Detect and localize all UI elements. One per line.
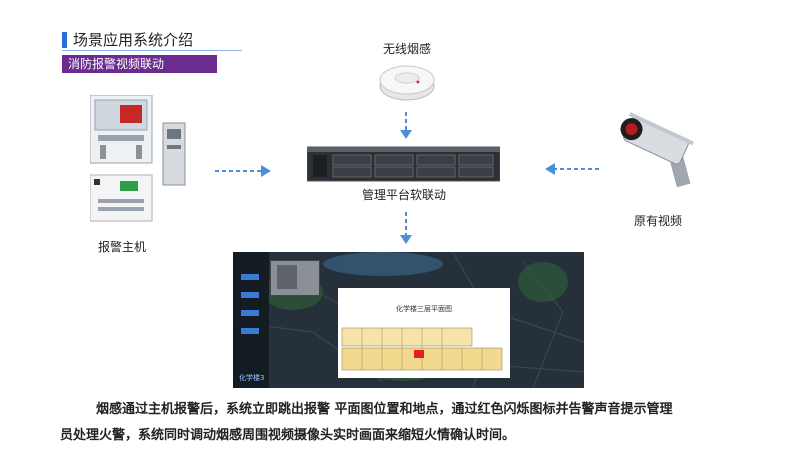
smoke-detector-icon [379, 65, 435, 101]
fire-alarm-marker [414, 350, 424, 358]
monitoring-screen: 化学楼三层平面图 化学楼3 [233, 252, 584, 388]
title-divider [62, 50, 242, 51]
arrow-down-2 [400, 212, 412, 244]
caption-line-1: 烟感通过主机报警后，系统立即跳出报警 平面图位置和地点，通过红色闪烁图标并告警声… [96, 402, 673, 417]
server-icon [307, 146, 500, 182]
page-title: 场景应用系统介绍 [73, 31, 194, 49]
screen-side-label: 化学楼3 [239, 374, 265, 382]
alarm-host-label: 报警主机 [98, 240, 147, 254]
description-caption: 烟感通过主机报警后，系统立即跳出报警 平面图位置和地点，通过红色闪烁图标并告警声… [60, 397, 740, 449]
arrow-right [215, 165, 271, 177]
caption-line-2: 员处理火警，系统同时调动烟感周围视频摄像头实时画面来缩短火情确认时间。 [60, 428, 516, 443]
smoke-detector-label: 无线烟感 [383, 42, 432, 56]
camera-label: 原有视频 [634, 214, 683, 228]
server-label: 管理平台软联动 [362, 188, 447, 202]
title-accent-bar [62, 32, 67, 48]
camera-icon [620, 112, 695, 188]
alarm-host-icon [90, 95, 186, 222]
camera-feed-window [270, 260, 320, 296]
floorplan-panel: 化学楼三层平面图 [338, 288, 510, 378]
floorplan-title: 化学楼三层平面图 [396, 305, 452, 313]
arrow-left [545, 163, 601, 175]
floorplan-drawing [341, 327, 503, 371]
section-subtitle: 消防报警视频联动 [62, 55, 217, 73]
arrow-down-1 [400, 112, 412, 139]
